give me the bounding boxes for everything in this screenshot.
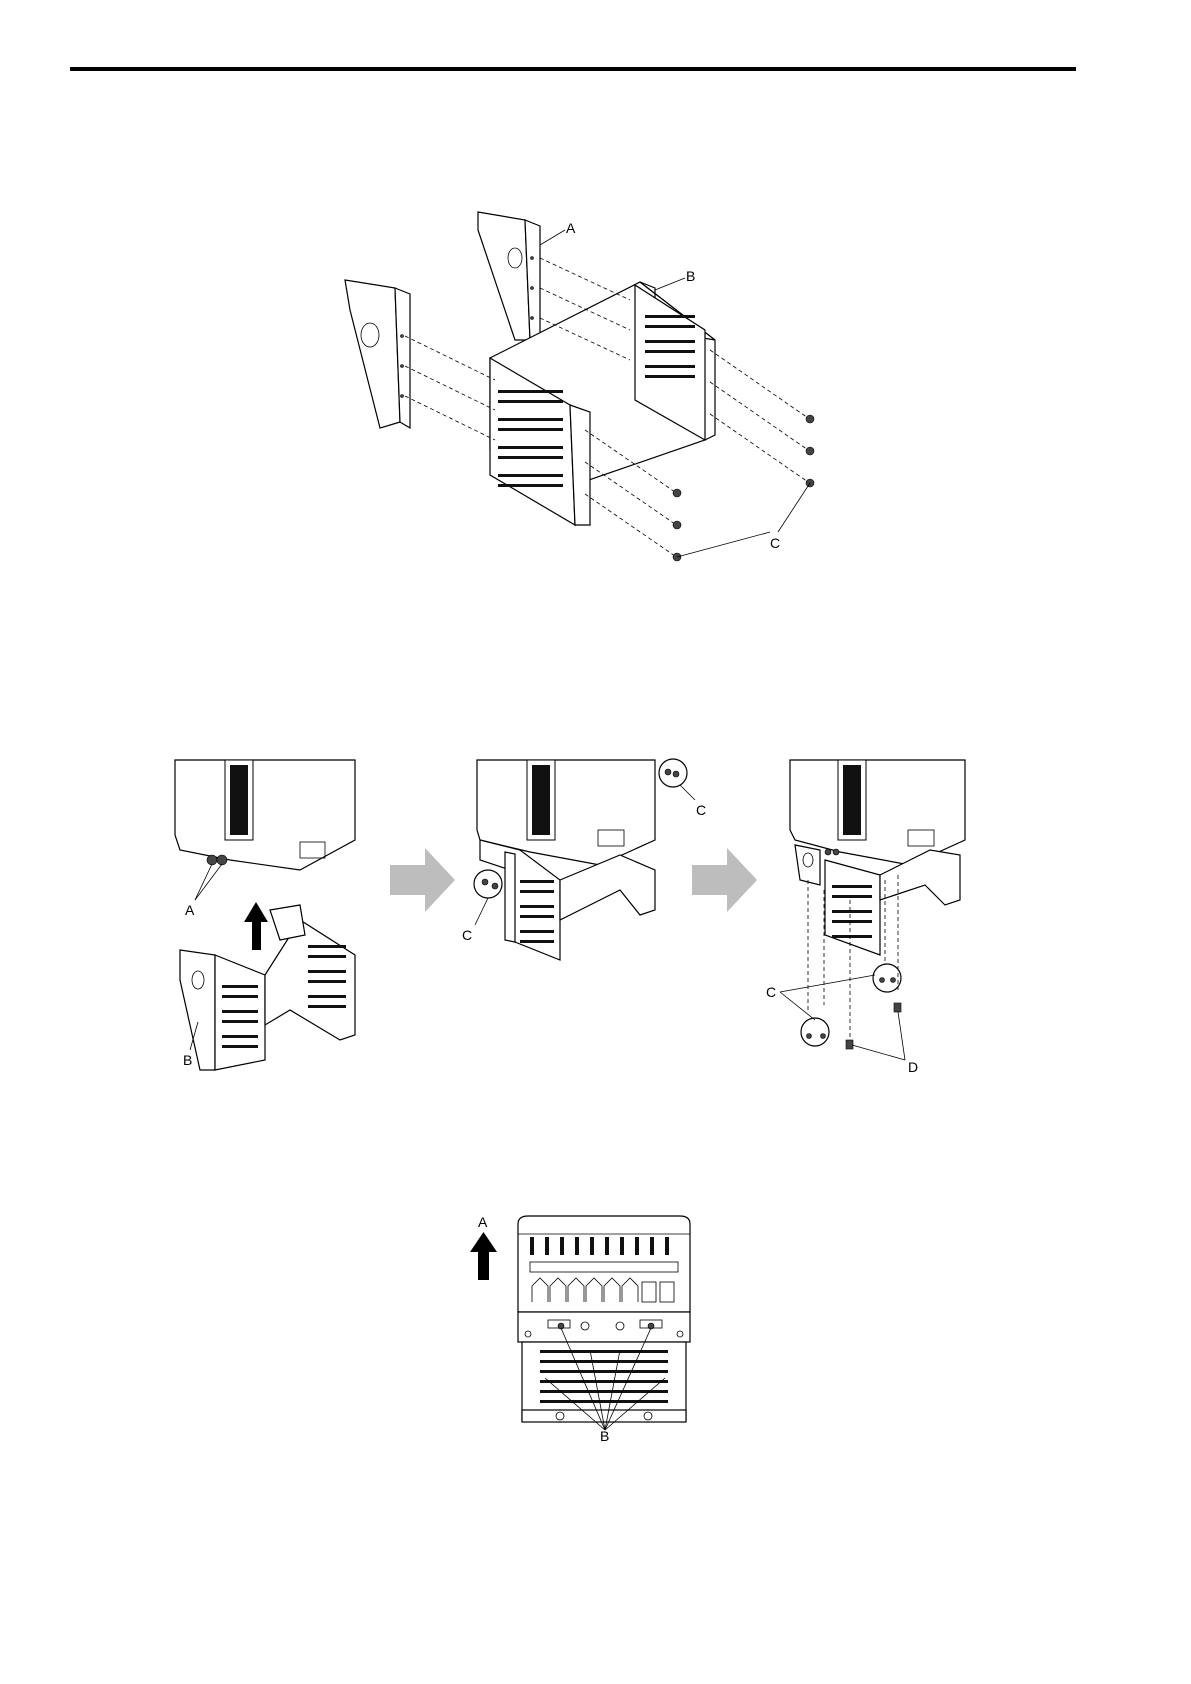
right-arrow-icon-2: [692, 848, 757, 912]
step2-assembly: [474, 759, 687, 960]
step1-drive-unit: [175, 760, 355, 870]
step1-bracket: [180, 905, 355, 1070]
label-a: A: [566, 220, 576, 236]
figure-installation-steps: A B C C: [0, 760, 1191, 1080]
top-bracket-a: [478, 212, 540, 342]
left-bracket: [345, 280, 410, 428]
bracket-front: [522, 1342, 686, 1422]
step1-label-b: B: [183, 1052, 192, 1068]
step3-label-d: D: [908, 1059, 918, 1075]
step2-label-c-bottom: C: [462, 927, 472, 943]
step3-circle-left: [801, 1018, 829, 1046]
fig3-label-a: A: [478, 1214, 488, 1230]
step2-label-c-top: C: [696, 802, 706, 818]
drive-front: [518, 1216, 690, 1342]
step3-assembly: [790, 760, 965, 955]
label-c: C: [770, 535, 780, 551]
figure-bracket-exploded: A B C: [0, 190, 1191, 570]
up-arrow-icon-a: [470, 1232, 497, 1280]
figure-front-view: A: [0, 1210, 1191, 1440]
step3-label-c: C: [766, 984, 776, 1000]
fig3-label-b: B: [600, 1428, 609, 1444]
label-b: B: [686, 268, 695, 284]
bolts-d: [846, 1003, 901, 1049]
up-arrow-icon: [244, 902, 268, 950]
step3-circle-right: [873, 964, 901, 992]
step1-label-a: A: [185, 902, 195, 918]
right-arrow-icon: [390, 848, 455, 912]
header-rule: [70, 67, 1076, 71]
